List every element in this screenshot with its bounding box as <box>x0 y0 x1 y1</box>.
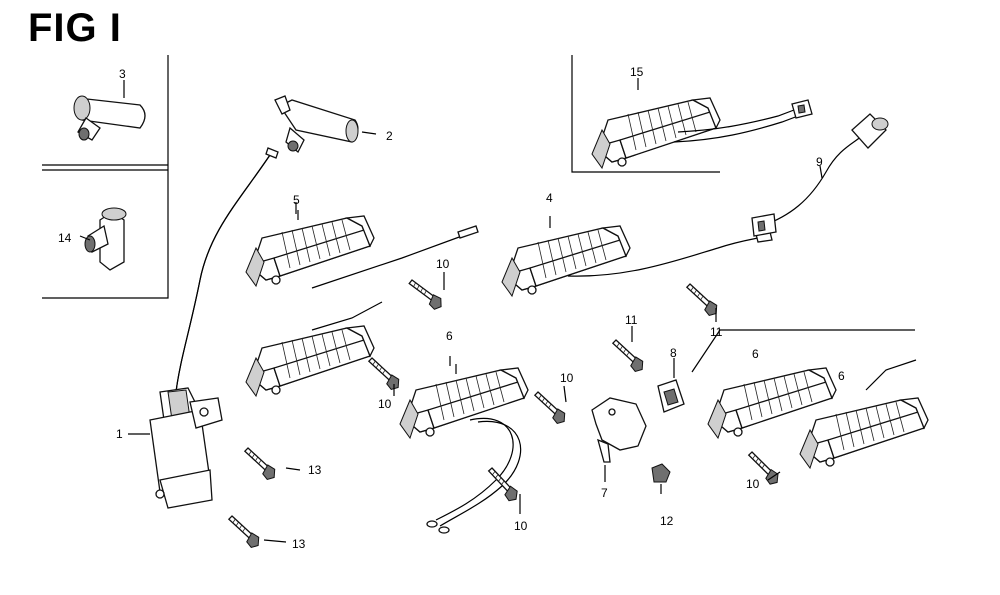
callout-6-main: 6 <box>446 329 453 343</box>
charge-coil-part-4[interactable] <box>501 216 773 297</box>
callout-2: 2 <box>386 129 393 143</box>
callout-11-a: 11 <box>710 325 723 339</box>
callout-1: 1 <box>116 427 123 441</box>
inset-frame-left <box>42 55 169 299</box>
exciter-coil-alt-b[interactable] <box>799 359 929 469</box>
callout-13-a: 13 <box>308 463 322 477</box>
callout-5: 5 <box>293 193 300 207</box>
callout-15: 15 <box>630 65 644 79</box>
lighting-coil-lower[interactable] <box>245 301 383 397</box>
callout-13-b: 13 <box>292 537 306 551</box>
callout-4: 4 <box>546 191 553 205</box>
callout-10-c: 10 <box>560 371 574 385</box>
inset-frame-right-bottom <box>691 329 915 373</box>
elbow-cap-part-14[interactable] <box>79 207 127 271</box>
figure-title: FIG I <box>28 6 122 50</box>
leader-lines <box>263 202 781 543</box>
callout-14: 14 <box>58 231 72 245</box>
callout-10-a: 10 <box>436 257 450 271</box>
bolt-part-10-b[interactable] <box>362 356 405 392</box>
spark-plug-cap-part-3[interactable] <box>73 80 146 141</box>
callout-8: 8 <box>670 346 677 360</box>
callout-10-e: 10 <box>746 477 760 491</box>
callout-9: 9 <box>816 155 823 169</box>
nut-part-12[interactable] <box>651 463 671 494</box>
callout-6-inset-a: 6 <box>752 347 759 361</box>
callout-3: 3 <box>119 67 126 81</box>
ignition-coil-part-1[interactable] <box>128 147 279 509</box>
bolt-part-11-b[interactable] <box>606 338 649 374</box>
callout-7: 7 <box>601 486 608 500</box>
lighting-coil-part-5[interactable] <box>245 210 479 289</box>
callout-11-b: 11 <box>625 313 638 327</box>
bolt-part-10-a[interactable] <box>404 278 446 312</box>
coil-part-15[interactable] <box>591 78 813 169</box>
bolt-part-13-b[interactable] <box>222 514 265 550</box>
callout-12: 12 <box>660 514 674 528</box>
exciter-coil-part-6[interactable] <box>399 364 529 534</box>
callout-6-inset-b: 6 <box>838 369 845 383</box>
clip-part-8[interactable] <box>657 358 685 413</box>
bracket-part-7[interactable] <box>591 397 647 482</box>
bolt-part-10-c[interactable] <box>528 390 571 426</box>
bolt-part-13-a[interactable] <box>238 446 281 482</box>
callout-10-d: 10 <box>514 519 528 533</box>
callout-10-b: 10 <box>378 397 392 411</box>
plug-cap-part-2[interactable] <box>274 95 377 154</box>
inset-frame-right-top <box>571 55 720 173</box>
wire-harness-part-9[interactable] <box>751 113 889 237</box>
